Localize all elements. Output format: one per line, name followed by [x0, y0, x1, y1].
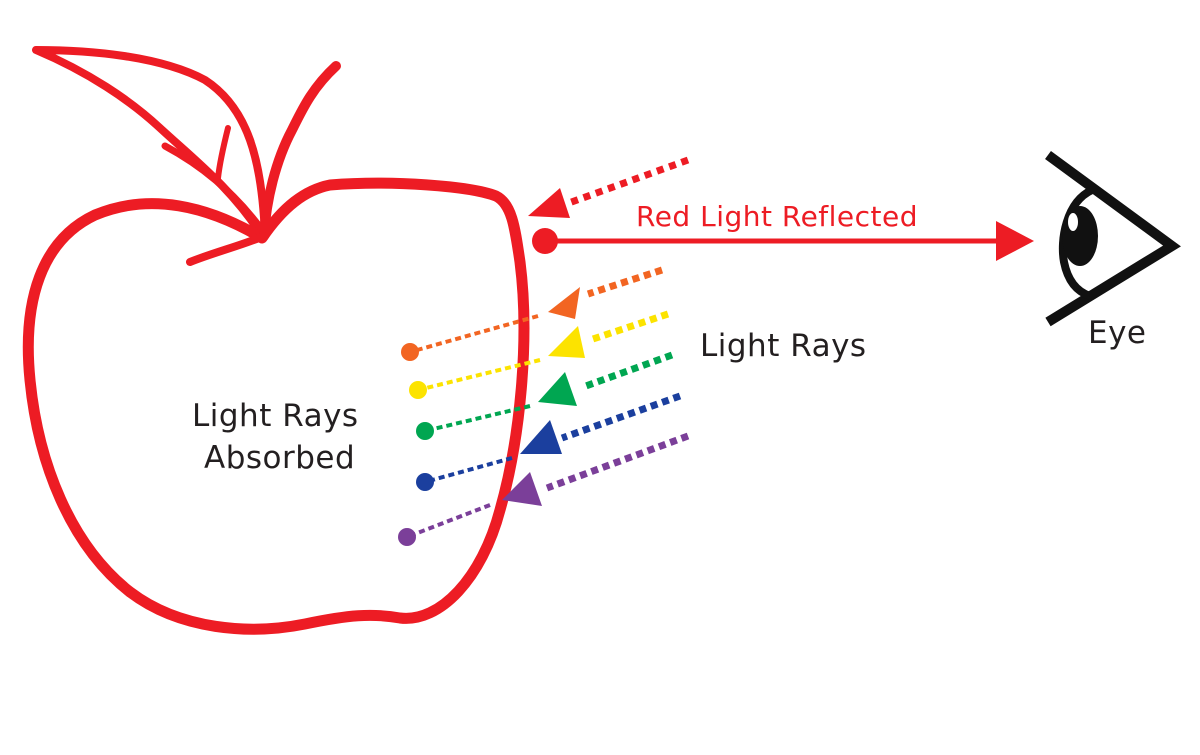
apple-outline-icon: [22, 46, 530, 635]
red-incoming-ray: [528, 156, 690, 218]
light-ray-green: [416, 351, 674, 440]
light-ray-purple-arrowhead: [502, 472, 542, 506]
light-ray-purple-absorbed: [406, 503, 491, 539]
light-ray-blue-incoming: [560, 392, 682, 442]
light-ray-orange-arrowhead: [548, 287, 580, 319]
light-ray-blue: [416, 392, 682, 491]
eye-label: Eye: [1088, 315, 1147, 351]
light-ray-yellow-arrowhead: [548, 326, 585, 358]
eye-highlight: [1068, 213, 1078, 231]
light-ray-orange: [401, 266, 664, 361]
light-ray-green-endpoint: [416, 422, 434, 440]
light-ray-yellow-endpoint: [409, 381, 427, 399]
light-ray-yellow-absorbed: [417, 358, 541, 392]
light-ray-purple-endpoint: [398, 528, 416, 546]
apple-leaf-vein-branch: [215, 125, 231, 181]
red-ray-arrowhead: [528, 188, 570, 218]
light-ray-orange-absorbed: [409, 314, 539, 354]
light-ray-green-absorbed: [424, 404, 531, 433]
red-reflected-ray: [532, 221, 1034, 261]
reflected-ray-arrowhead: [996, 221, 1034, 261]
absorbed-label-line-2: Absorbed: [204, 440, 356, 476]
light-ray-yellow-incoming: [591, 310, 670, 343]
apple-leaf-vein: [161, 142, 266, 234]
apple-stem-notch: [186, 232, 268, 266]
apple-leaf: [32, 46, 269, 240]
light-ray-blue-absorbed: [424, 456, 513, 484]
light-ray-yellow: [409, 310, 670, 399]
light-ray-green-incoming: [581, 351, 674, 391]
eye-icon: [1045, 150, 1181, 327]
eye-pupil: [1062, 206, 1098, 266]
light-ray-blue-endpoint: [416, 473, 434, 491]
apple-stem: [259, 61, 341, 241]
eye-socket: [1058, 186, 1094, 300]
light-ray-orange-endpoint: [401, 343, 419, 361]
red-ray-dashes: [564, 156, 690, 208]
light-rays-label: Light Rays: [700, 328, 867, 364]
light-rays-group: [398, 266, 690, 546]
apple-body: [22, 177, 530, 635]
absorbed-label-line-1: Light Rays: [192, 398, 359, 434]
light-ray-purple: [398, 432, 690, 546]
light-ray-orange-incoming: [586, 266, 664, 298]
red-light-reflected-label: Red Light Reflected: [636, 200, 919, 233]
light-ray-purple-incoming: [545, 432, 690, 492]
light-ray-blue-arrowhead: [520, 420, 562, 454]
light-ray-green-arrowhead: [538, 372, 577, 406]
